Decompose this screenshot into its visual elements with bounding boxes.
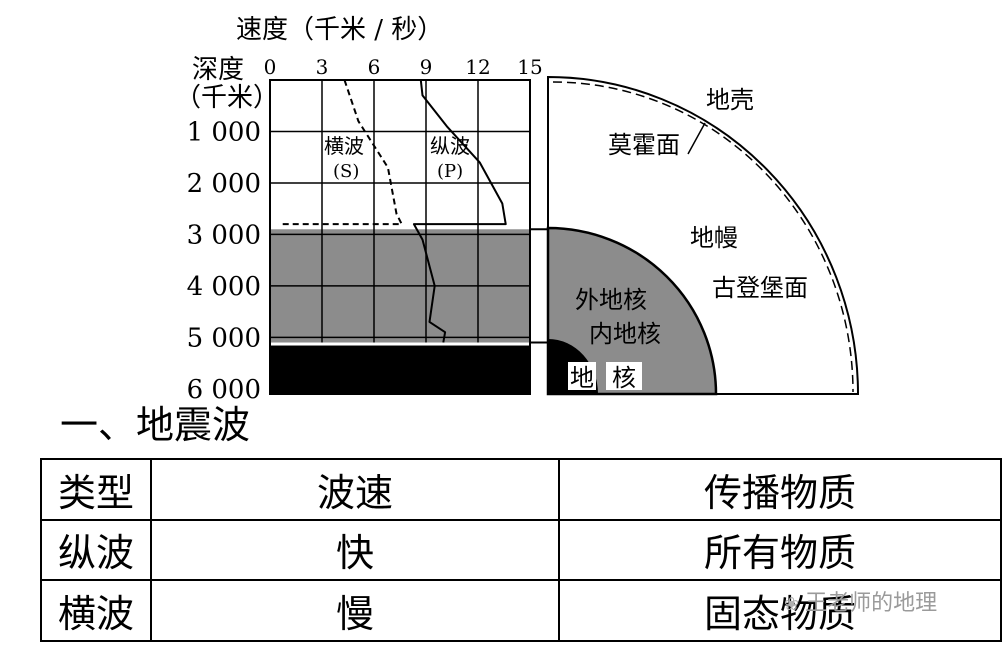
p-wave-symbol: (P) — [437, 161, 463, 182]
depth-tick-label: 2 000 — [187, 169, 261, 199]
speed-axis-label: 速度（千米 / 秒） — [236, 15, 443, 45]
seismic-wave-table: 类型 波速 传播物质 纵波 快 所有物质 横波 慢 固态物质 — [40, 458, 1002, 642]
s-wave-curve — [278, 79, 403, 226]
speed-tick-label: 12 — [465, 55, 490, 79]
depth-tick-label: 1 000 — [187, 117, 261, 147]
crust-label: 地壳 — [706, 86, 754, 114]
watermark: ❀王老师的地理 — [784, 585, 937, 617]
moho-label: 莫霍面 — [608, 131, 680, 159]
cell-speed: 慢 — [150, 579, 560, 642]
depth-tick-labels: 1 000 2 000 3 000 4 000 5 000 6 000 — [187, 117, 261, 400]
earth-cross-section: 地壳 莫霍面 地幔 古登堡面 外地核 内地核 地 核 — [546, 75, 860, 396]
header-type: 类型 — [40, 458, 152, 521]
outer-core-band — [270, 229, 530, 346]
core-label-char-1: 地 — [570, 364, 594, 392]
depth-tick-label: 5 000 — [187, 323, 261, 353]
seismic-wave-diagram: 速度（千米 / 秒） 深度 （千米） 0 3 6 9 12 15 1 000 2 000 3 … — [175, 15, 860, 400]
depth-label-line1: 深度 — [192, 55, 244, 85]
cell-type: 纵波 — [40, 518, 152, 582]
inner-core-band — [270, 345, 530, 394]
speed-tick-label: 15 — [517, 55, 542, 79]
speed-tick-label: 9 — [420, 55, 433, 79]
speed-tick-label: 6 — [368, 55, 381, 79]
outer-core-label: 外地核 — [575, 286, 647, 314]
speed-tick-labels: 0 3 6 9 12 15 — [264, 55, 543, 79]
gutenberg-label: 古登堡面 — [712, 274, 808, 302]
cell-medium: 所有物质 — [558, 518, 1002, 582]
p-wave-label: 纵波 — [430, 134, 470, 158]
depth-label-line2: （千米） — [175, 83, 279, 113]
plot-frame — [269, 79, 531, 395]
outer-core-region — [546, 226, 718, 396]
table-header-row: 类型 波速 传播物质 — [40, 458, 1002, 521]
core-label-box-1 — [568, 362, 596, 390]
core-label-char-2: 核 — [612, 364, 636, 392]
speed-tick-label: 3 — [316, 55, 329, 79]
s-wave-label: 横波 — [324, 134, 364, 158]
depth-tick-label: 6 000 — [187, 375, 261, 400]
inner-core-label: 内地核 — [589, 320, 661, 348]
wechat-icon: ❀ — [784, 594, 800, 615]
core-depth-bands — [270, 229, 530, 394]
core-label-box-2 — [606, 362, 642, 390]
p-wave-curve — [412, 79, 507, 343]
watermark-text: 王老师的地理 — [805, 591, 938, 616]
table-row: 横波 慢 固态物质 — [40, 579, 1002, 642]
table-row: 纵波 快 所有物质 — [40, 518, 1002, 582]
header-speed: 波速 — [150, 458, 560, 521]
moho-boundary — [552, 81, 854, 393]
mantle-label: 地幔 — [690, 224, 738, 252]
cell-speed: 快 — [150, 518, 560, 582]
chart-grid — [269, 79, 548, 395]
moho-pointer — [687, 122, 706, 155]
s-wave-symbol: (S) — [333, 161, 359, 182]
header-medium: 传播物质 — [558, 458, 1002, 521]
depth-tick-label: 4 000 — [187, 272, 261, 302]
cell-medium: 固态物质 — [558, 579, 1002, 642]
section-title: 一、地震波 — [60, 403, 251, 447]
cell-type: 横波 — [40, 579, 152, 642]
core-boundary-gap — [270, 342, 530, 346]
depth-tick-label: 3 000 — [187, 220, 261, 250]
speed-tick-label: 0 — [264, 55, 277, 79]
wave-curves — [278, 79, 507, 343]
